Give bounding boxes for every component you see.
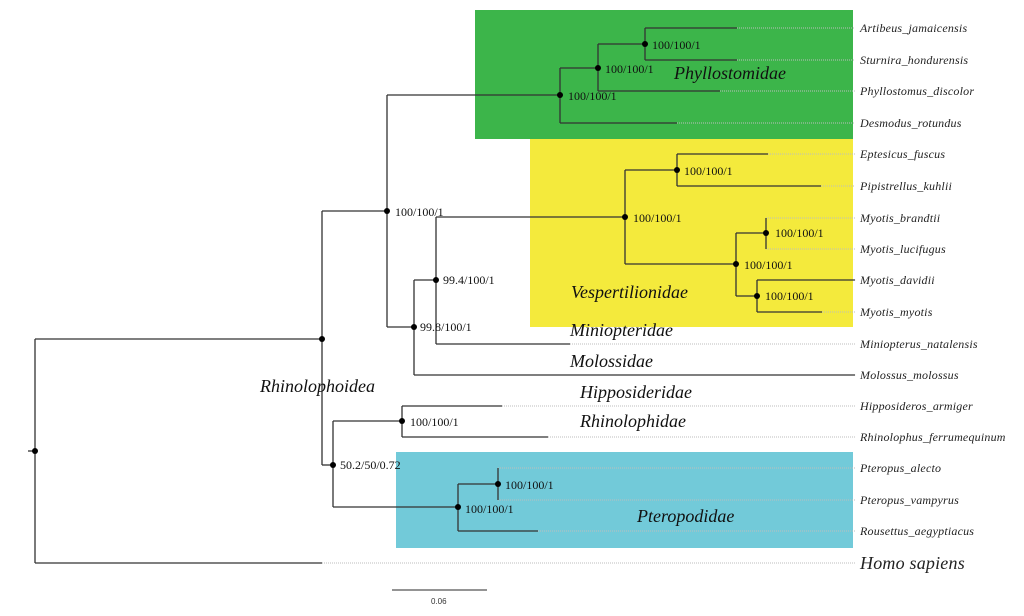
support-value: 100/100/1 [505, 478, 554, 492]
node-dot [330, 462, 336, 468]
taxon-label: Rhinolophus_ferrumequinum [860, 430, 1006, 444]
support-value: 50.2/50/0.72 [340, 458, 401, 472]
clade-label-hipposideridae: Hipposideridae [580, 382, 692, 402]
support-value: 100/100/1 [410, 415, 459, 429]
support-value: 100/100/1 [605, 62, 654, 76]
support-value: 100/100/1 [568, 89, 617, 103]
support-value: 99.4/100/1 [443, 273, 495, 287]
taxon-label: Molossus_molossus [860, 368, 959, 382]
support-value: 100/100/1 [395, 205, 444, 219]
taxon-label: Myotis_davidii [860, 273, 935, 287]
support-value: 100/100/1 [633, 211, 682, 225]
node-dot [733, 261, 739, 267]
node-dot [763, 230, 769, 236]
node-dot [674, 167, 680, 173]
node-dot [622, 214, 628, 220]
taxon-label: Pipistrellus_kuhlii [860, 179, 953, 193]
taxon-label: Hipposideros_armiger [860, 399, 973, 413]
phyllostomidae-highlight [475, 10, 853, 139]
node-dot [557, 92, 563, 98]
support-value: 100/100/1 [465, 502, 514, 516]
node-dot [32, 448, 38, 454]
taxon-label: Sturnira_hondurensis [860, 53, 969, 67]
vespertilionidae-highlight [530, 139, 853, 327]
clade-label-molossidae: Molossidae [570, 351, 653, 371]
node-dot [399, 418, 405, 424]
support-value: 100/100/1 [744, 258, 793, 272]
support-value: 100/100/1 [684, 164, 733, 178]
taxon-label: Myotis_brandtii [860, 211, 941, 225]
clade-label-miniopteridae: Miniopteridae [570, 320, 673, 340]
support-value: 99.8/100/1 [420, 320, 472, 334]
taxon-label: Desmodus_rotundus [860, 116, 962, 130]
node-dot [455, 504, 461, 510]
node-dot [595, 65, 601, 71]
taxon-label: Phyllostomus_discolor [860, 84, 975, 98]
taxon-label: Pteropus_alecto [860, 461, 942, 475]
support-value: 100/100/1 [652, 38, 701, 52]
node-dot [411, 324, 417, 330]
clade-label-rhinolophidae: Rhinolophidae [580, 411, 686, 431]
taxon-label: Myotis_myotis [860, 305, 933, 319]
node-dot [754, 293, 760, 299]
support-value: 100/100/1 [775, 226, 824, 240]
taxon-label: Rousettus_aegyptiacus [860, 524, 975, 538]
node-dot [642, 41, 648, 47]
clade-label-vespertilionidae: Vespertilionidae [571, 282, 688, 302]
taxon-label: Artibeus_jamaicensis [860, 21, 968, 35]
clade-label-rhinolophoidea: Rhinolophoidea [260, 376, 375, 396]
node-dot [384, 208, 390, 214]
clade-label-pteropodidae: Pteropodidae [637, 506, 735, 526]
taxon-label: Eptesicus_fuscus [860, 147, 946, 161]
node-dot [495, 481, 501, 487]
clade-label-phyllostomidae: Phyllostomidae [674, 63, 786, 83]
taxon-label: Pteropus_vampyrus [860, 493, 959, 507]
scale-bar-label: 0.06 [431, 597, 447, 606]
taxon-label: Miniopterus_natalensis [860, 337, 978, 351]
node-dot [433, 277, 439, 283]
support-value: 100/100/1 [765, 289, 814, 303]
taxon-label-outgroup: Homo sapiens [860, 553, 965, 573]
node-dot [319, 336, 325, 342]
taxon-label: Myotis_lucifugus [860, 242, 946, 256]
